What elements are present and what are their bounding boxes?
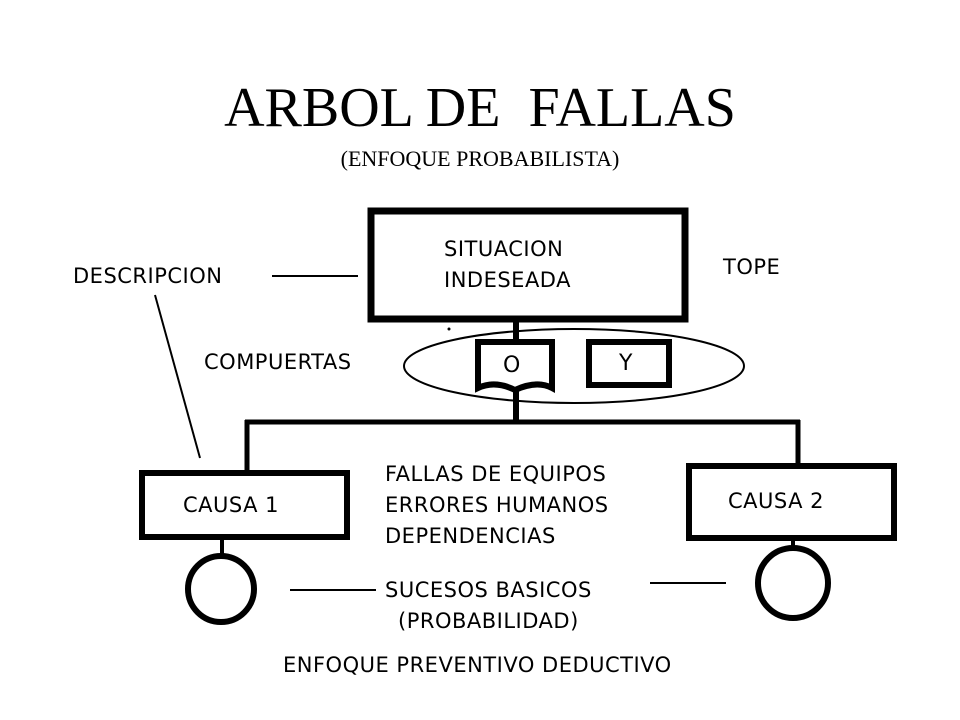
cause-type-2: ERRORES HUMANOS [385,493,609,517]
descripcion-label: DESCRIPCION [73,264,222,288]
and-gate-shape [586,339,672,388]
cause-type-3: DEPENDENCIAS [385,524,556,548]
cause-2-label: CAUSA 2 [728,489,824,513]
basic-event-1-circle [185,553,257,625]
compuertas-ellipse [403,328,745,404]
or-gate-label: O [503,353,520,378]
stray-dot [447,327,451,331]
compuertas-label: COMPUERTAS [204,350,352,374]
slide-title: ARBOL DE FALLAS [224,77,736,139]
descripcion-leader-cause [154,294,201,459]
basic-event-2-circle [755,545,831,621]
footer-label: ENFOQUE PREVENTIVO DEDUCTIVO [283,653,672,677]
sucesos-label-line1: SUCESOS BASICOS [385,578,592,602]
tope-label: TOPE [722,255,780,279]
top-event-box [367,207,689,323]
cause-1-box [139,470,350,540]
cause-1-label: CAUSA 1 [183,493,279,517]
top-event-line2: INDESEADA [444,268,571,292]
sucesos-label-line2: (PROBABILIDAD) [398,609,579,633]
cause-type-1: FALLAS DE EQUIPOS [385,462,606,486]
top-event-line1: SITUACION [444,237,563,261]
and-gate-label: Y [618,351,633,376]
slide-subtitle: (ENFOQUE PROBABILISTA) [340,146,620,171]
